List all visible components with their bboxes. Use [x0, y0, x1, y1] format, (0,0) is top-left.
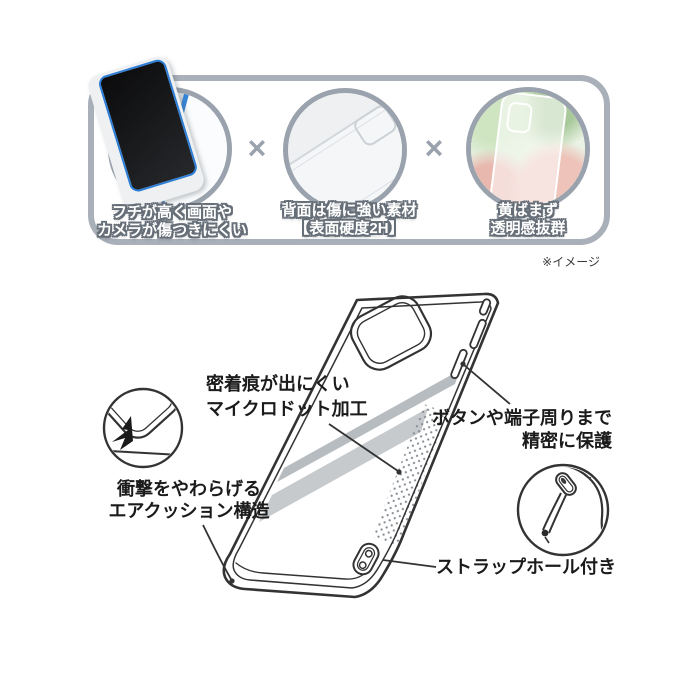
feature-caption-scratch: フチが高く画面や カメラが傷つきにくい — [77, 204, 267, 239]
caption-line: フチが高く画面や — [111, 204, 232, 221]
strap-hole-inset — [516, 463, 610, 557]
strap-hole — [352, 542, 380, 576]
leader-lines — [202, 361, 511, 584]
label-air-cushion: 衝撃をやわらげる エアクッション構造 — [103, 479, 275, 522]
strap-cord — [548, 494, 567, 534]
caption-line: 透明感抜群 — [490, 219, 566, 237]
micro-dot-texture — [372, 404, 447, 548]
label-microdot: 密着痕が出にくい マイクロドット加工 — [206, 372, 368, 422]
ground-line — [108, 450, 181, 456]
caption-line: 黄ばまず — [497, 202, 558, 219]
clear-case-photo — [288, 93, 402, 207]
feature-caption-clarity: 黄ばまず 透明感抜群 — [433, 202, 623, 237]
feature-photo-hard-back — [283, 88, 407, 212]
strap-bead — [541, 529, 549, 537]
caption-line: 背面は傷に強い素材 — [281, 202, 417, 219]
clear-case-in-hand — [487, 92, 569, 206]
label-line: 衝撃をやわらげる — [117, 479, 261, 499]
label-line: 密着痕が出にくい — [206, 374, 350, 394]
caption-line: カメラが傷つきにくい — [97, 221, 247, 239]
label-line: マイクロドット加工 — [206, 399, 368, 419]
image-disclaimer-note: ※イメージ — [542, 255, 600, 269]
strap-cord — [542, 492, 562, 531]
case-line-diagram — [102, 292, 610, 599]
feature-photo-clarity — [466, 87, 590, 211]
label-line: 精密に保護 — [522, 431, 612, 451]
strap-hole-detail — [555, 472, 577, 496]
multiply-icon: × — [424, 130, 444, 166]
back-reflection-stripes — [259, 370, 460, 522]
label-strap-hole: ストラップホール付き — [436, 557, 616, 577]
multiply-icon: × — [247, 130, 267, 166]
camera-cutout — [349, 295, 433, 371]
impact-icon — [112, 416, 133, 450]
caption-line: 【表面硬度2H】 — [294, 219, 404, 237]
feature-caption-hardness: 背面は傷に強い素材 【表面硬度2H】 — [254, 202, 444, 237]
air-cushion-inset — [102, 387, 184, 469]
label-line: ボタンや端子周りまで — [432, 408, 612, 428]
label-button-protection: ボタンや端子周りまで 精密に保護 — [432, 407, 612, 453]
camera-cutout-outline — [505, 101, 534, 135]
label-line: エアクッション構造 — [108, 500, 270, 521]
